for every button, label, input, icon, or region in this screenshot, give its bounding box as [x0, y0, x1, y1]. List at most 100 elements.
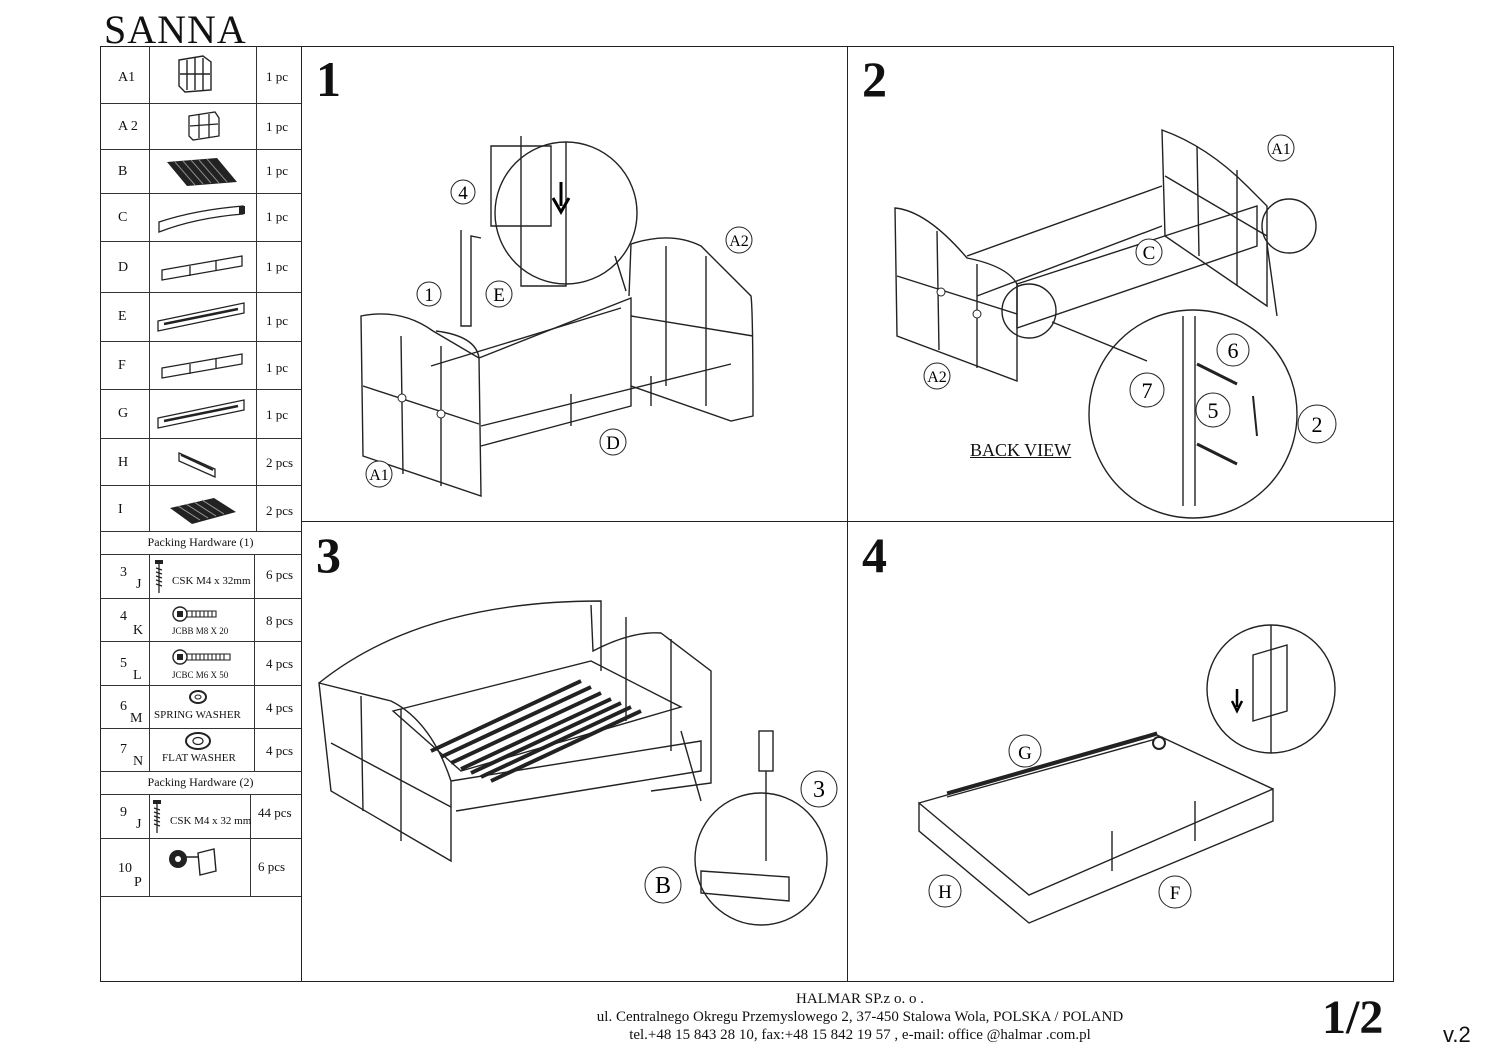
part-id: D	[118, 260, 129, 275]
callout-4: 4	[450, 179, 476, 205]
part-row: A 2 1 pc	[100, 104, 301, 150]
step-number: 1	[316, 51, 341, 107]
callout-label: G	[1018, 743, 1032, 764]
page-number: 1/2	[1322, 991, 1384, 1044]
part-qty: 1 pc	[266, 360, 289, 375]
callout-3: 3	[800, 770, 838, 808]
hardware-header-2: Packing Hardware (2)	[100, 772, 301, 795]
hardware-qty: 8 pcs	[266, 613, 294, 628]
hardware-row: 4 K JCBB M8 X 20 8 pcs	[100, 599, 301, 642]
part-qty: 2 pcs	[266, 503, 294, 518]
part-row: E 1 pc	[100, 293, 301, 342]
callout-label: A2	[729, 233, 749, 250]
callout-label: A1	[369, 467, 389, 484]
flat-washer-icon	[185, 732, 211, 750]
part-id: E	[118, 309, 127, 324]
hardware-code: J	[136, 817, 142, 832]
callout-2: 2	[1297, 404, 1337, 444]
hardware-label: CSK M4 x 32mm	[172, 575, 251, 587]
document-title: SANNA	[104, 7, 247, 52]
callout-label: A2	[927, 369, 947, 386]
hardware-num: 9	[120, 805, 127, 820]
hardware-code: L	[133, 668, 142, 683]
step1-illustration: 4 1 E A2 D A1	[360, 136, 754, 497]
callout-label: D	[606, 433, 620, 454]
support-rail-icon	[157, 302, 245, 332]
callout-5: 5	[1195, 392, 1231, 428]
hardware-num: 6	[120, 699, 127, 714]
callout-label: B	[655, 873, 671, 899]
callout-label: 1	[424, 285, 434, 306]
part-id: A 2	[118, 119, 138, 134]
hardware-qty: 6 pcs	[266, 567, 294, 582]
hardware-row: 7 N FLAT WASHER 4 pcs	[100, 729, 301, 772]
hardware-num: 7	[120, 742, 127, 757]
part-row: B 1 pc	[100, 150, 301, 194]
part-qty: 1 pc	[266, 209, 289, 224]
hardware-qty: 44 pcs	[258, 805, 292, 820]
part-id: H	[118, 455, 129, 470]
hardware-label: FLAT WASHER	[162, 752, 236, 764]
callout-B: B	[644, 866, 682, 904]
callout-1: 1	[416, 281, 442, 307]
callout-6: 6	[1216, 333, 1250, 367]
part-qty: 1 pc	[266, 313, 289, 328]
callout-A2: A2	[923, 362, 951, 390]
hardware-qty: 4 pcs	[266, 656, 294, 671]
callout-label: 4	[458, 183, 468, 204]
part-row: A1 1 pc	[100, 46, 301, 104]
instruction-frame	[100, 46, 1394, 982]
spring-washer-icon	[189, 690, 207, 704]
step-number: 2	[862, 51, 887, 107]
callout-A1: A1	[365, 460, 393, 488]
headboard-panel-icon	[178, 55, 212, 93]
callout-label: 7	[1142, 378, 1153, 403]
part-qty: 1 pc	[266, 69, 289, 84]
callout-label: 3	[813, 777, 825, 803]
steps-row-divider	[301, 521, 1394, 522]
part-id: I	[118, 502, 123, 517]
step-number: 4	[862, 527, 887, 583]
back-view-note: BACK VIEW	[970, 440, 1072, 460]
part-id: B	[118, 164, 128, 179]
part-row: I 2 pcs	[100, 486, 301, 532]
part-id: F	[118, 358, 126, 373]
hardware-code: J	[136, 577, 142, 592]
part-row: G 1 pc	[100, 390, 301, 439]
hardware-label: SPRING WASHER	[154, 709, 241, 721]
part-qty: 1 pc	[266, 119, 289, 134]
screw-icon	[155, 560, 163, 593]
hardware-row: 9 J CSK M4 x 32 mm 44 pcs	[100, 795, 301, 839]
part-qty: 1 pc	[266, 259, 289, 274]
callout-A1: A1	[1267, 134, 1295, 162]
step4-illustration: G H F	[918, 624, 1336, 924]
hardware-code: P	[134, 875, 142, 890]
callout-label: E	[493, 285, 505, 306]
callout-label: H	[938, 882, 952, 903]
part-row: C 1 pc	[100, 194, 301, 242]
hardware-num: 4	[120, 609, 127, 624]
callout-label: 6	[1228, 338, 1239, 363]
steps-column-divider	[847, 46, 848, 982]
hardware-row: 10 P 6 pcs	[100, 839, 301, 897]
callout-E: E	[485, 280, 513, 308]
hardware-row: 5 L JCBC M6 X 50 4 pcs	[100, 642, 301, 686]
drawer-bottom-icon	[170, 498, 236, 524]
callout-C: C	[1135, 238, 1163, 266]
back-rail-icon	[158, 205, 245, 233]
bolt-icon	[172, 649, 231, 665]
hardware-row: 3 J CSK M4 x 32mm 6 pcs	[100, 555, 301, 599]
step2-illustration: A1 C A2 6 7 5 2	[894, 128, 1337, 519]
callout-label: F	[1170, 883, 1181, 904]
parts-column-divider	[301, 46, 302, 982]
hardware-num: 10	[118, 861, 132, 876]
callout-label: A1	[1271, 141, 1291, 158]
hardware-code: N	[133, 754, 144, 769]
callout-D: D	[599, 428, 627, 456]
part-row: D 1 pc	[100, 242, 301, 293]
part-row: F 1 pc	[100, 342, 301, 390]
part-qty: 1 pc	[266, 407, 289, 422]
hardware-row: 6 M SPRING WASHER 4 pcs	[100, 686, 301, 729]
drawer-side-icon	[178, 451, 216, 479]
caster-wheel-icon	[169, 848, 217, 876]
